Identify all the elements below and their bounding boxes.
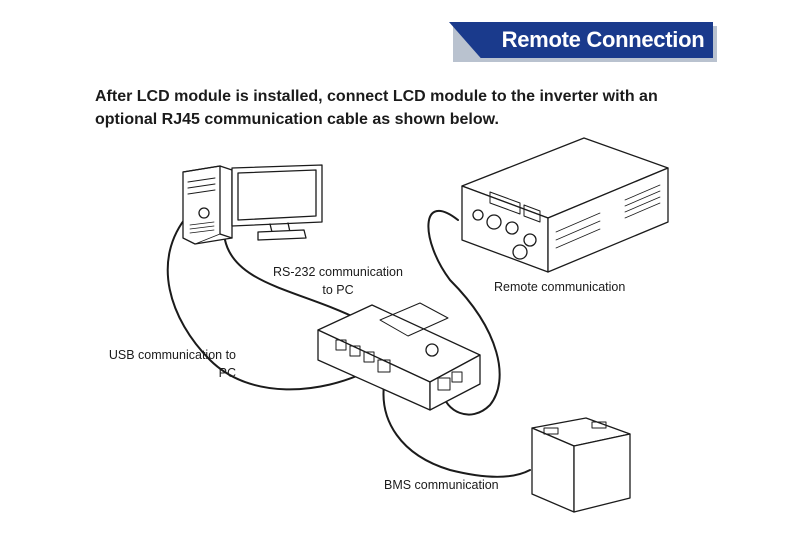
battery-icon	[531, 417, 631, 513]
rs232-label-line-1: RS-232 communication	[273, 265, 403, 279]
remote-label: Remote communication	[494, 280, 626, 294]
remote-cable	[427, 209, 501, 416]
intro-text: After LCD module is installed, connect L…	[95, 85, 675, 131]
monitor-icon	[231, 164, 323, 241]
usb-label-line-2: PC	[218, 366, 236, 380]
page-title: Remote Connection	[501, 27, 705, 52]
pc-tower-icon	[182, 165, 233, 245]
lcd-module-icon	[317, 302, 481, 411]
usb-label-line-1: USB communication to	[108, 348, 236, 362]
intro-line-2: optional RJ45 communication cable as sho…	[95, 111, 499, 128]
usb-label: USB communication to PC	[92, 346, 236, 382]
bms-cable	[382, 384, 531, 478]
inverter-icon	[461, 137, 669, 273]
rs232-label-line-2: to PC	[322, 283, 354, 297]
rs232-label: RS-232 communication to PC	[268, 263, 408, 299]
usb-cable	[166, 214, 371, 391]
banner-background	[449, 22, 713, 58]
bms-label: BMS communication	[384, 478, 499, 492]
intro-line-1: After LCD module is installed, connect L…	[95, 88, 658, 105]
section-banner: Remote Connection	[449, 22, 717, 62]
